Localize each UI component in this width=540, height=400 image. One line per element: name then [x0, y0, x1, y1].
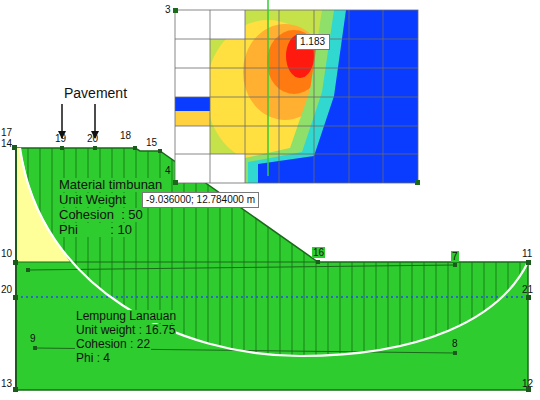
point-number: 8: [451, 338, 459, 349]
point-number: 14: [1, 138, 12, 149]
point-number: 18: [120, 130, 131, 141]
safety-factor-tag: 1.183: [296, 34, 330, 50]
point-number: 7: [451, 251, 459, 262]
point-number: 4: [165, 165, 171, 176]
material-property: Unit Weight: [58, 193, 127, 207]
point-number: 19: [55, 133, 66, 144]
point-number: 17: [1, 127, 12, 138]
coordinate-tooltip: -9.036000; 12.784000 m: [142, 192, 259, 208]
material-property: Material timbunan: [58, 178, 163, 192]
point-number: 13: [1, 378, 12, 389]
node-text: -9.036000; 12.784000 m: [146, 194, 255, 206]
safety-factor-grid: [173, 8, 420, 185]
layer-lines: [16, 262, 528, 353]
point-number: 16: [312, 247, 325, 258]
pavement-label: Pavement: [64, 86, 127, 101]
point-number: 9: [29, 333, 37, 344]
soil-property: Cohesion : 22: [75, 338, 151, 351]
node-text: 1.183: [300, 36, 326, 48]
point-number: 10: [1, 248, 12, 259]
point-number: 20: [1, 284, 12, 295]
material-property: Phi : 10: [58, 223, 133, 237]
point-number: 3: [165, 4, 171, 15]
point-number: 21: [522, 284, 533, 295]
point-number: 20: [87, 133, 98, 144]
soil-property: Phi : 4: [75, 352, 111, 365]
point-number: 12: [522, 378, 533, 389]
point-number: 11: [522, 248, 532, 259]
pavement-arrows: [62, 104, 95, 138]
ground: [16, 148, 528, 390]
soil-property: Lempung Lanauan: [75, 310, 177, 323]
cursor-line: [267, 0, 269, 176]
material-property: Cohesion : 50: [58, 208, 144, 222]
point-number: 15: [146, 137, 157, 148]
soil-property: Unit weight : 16.75: [75, 324, 176, 337]
